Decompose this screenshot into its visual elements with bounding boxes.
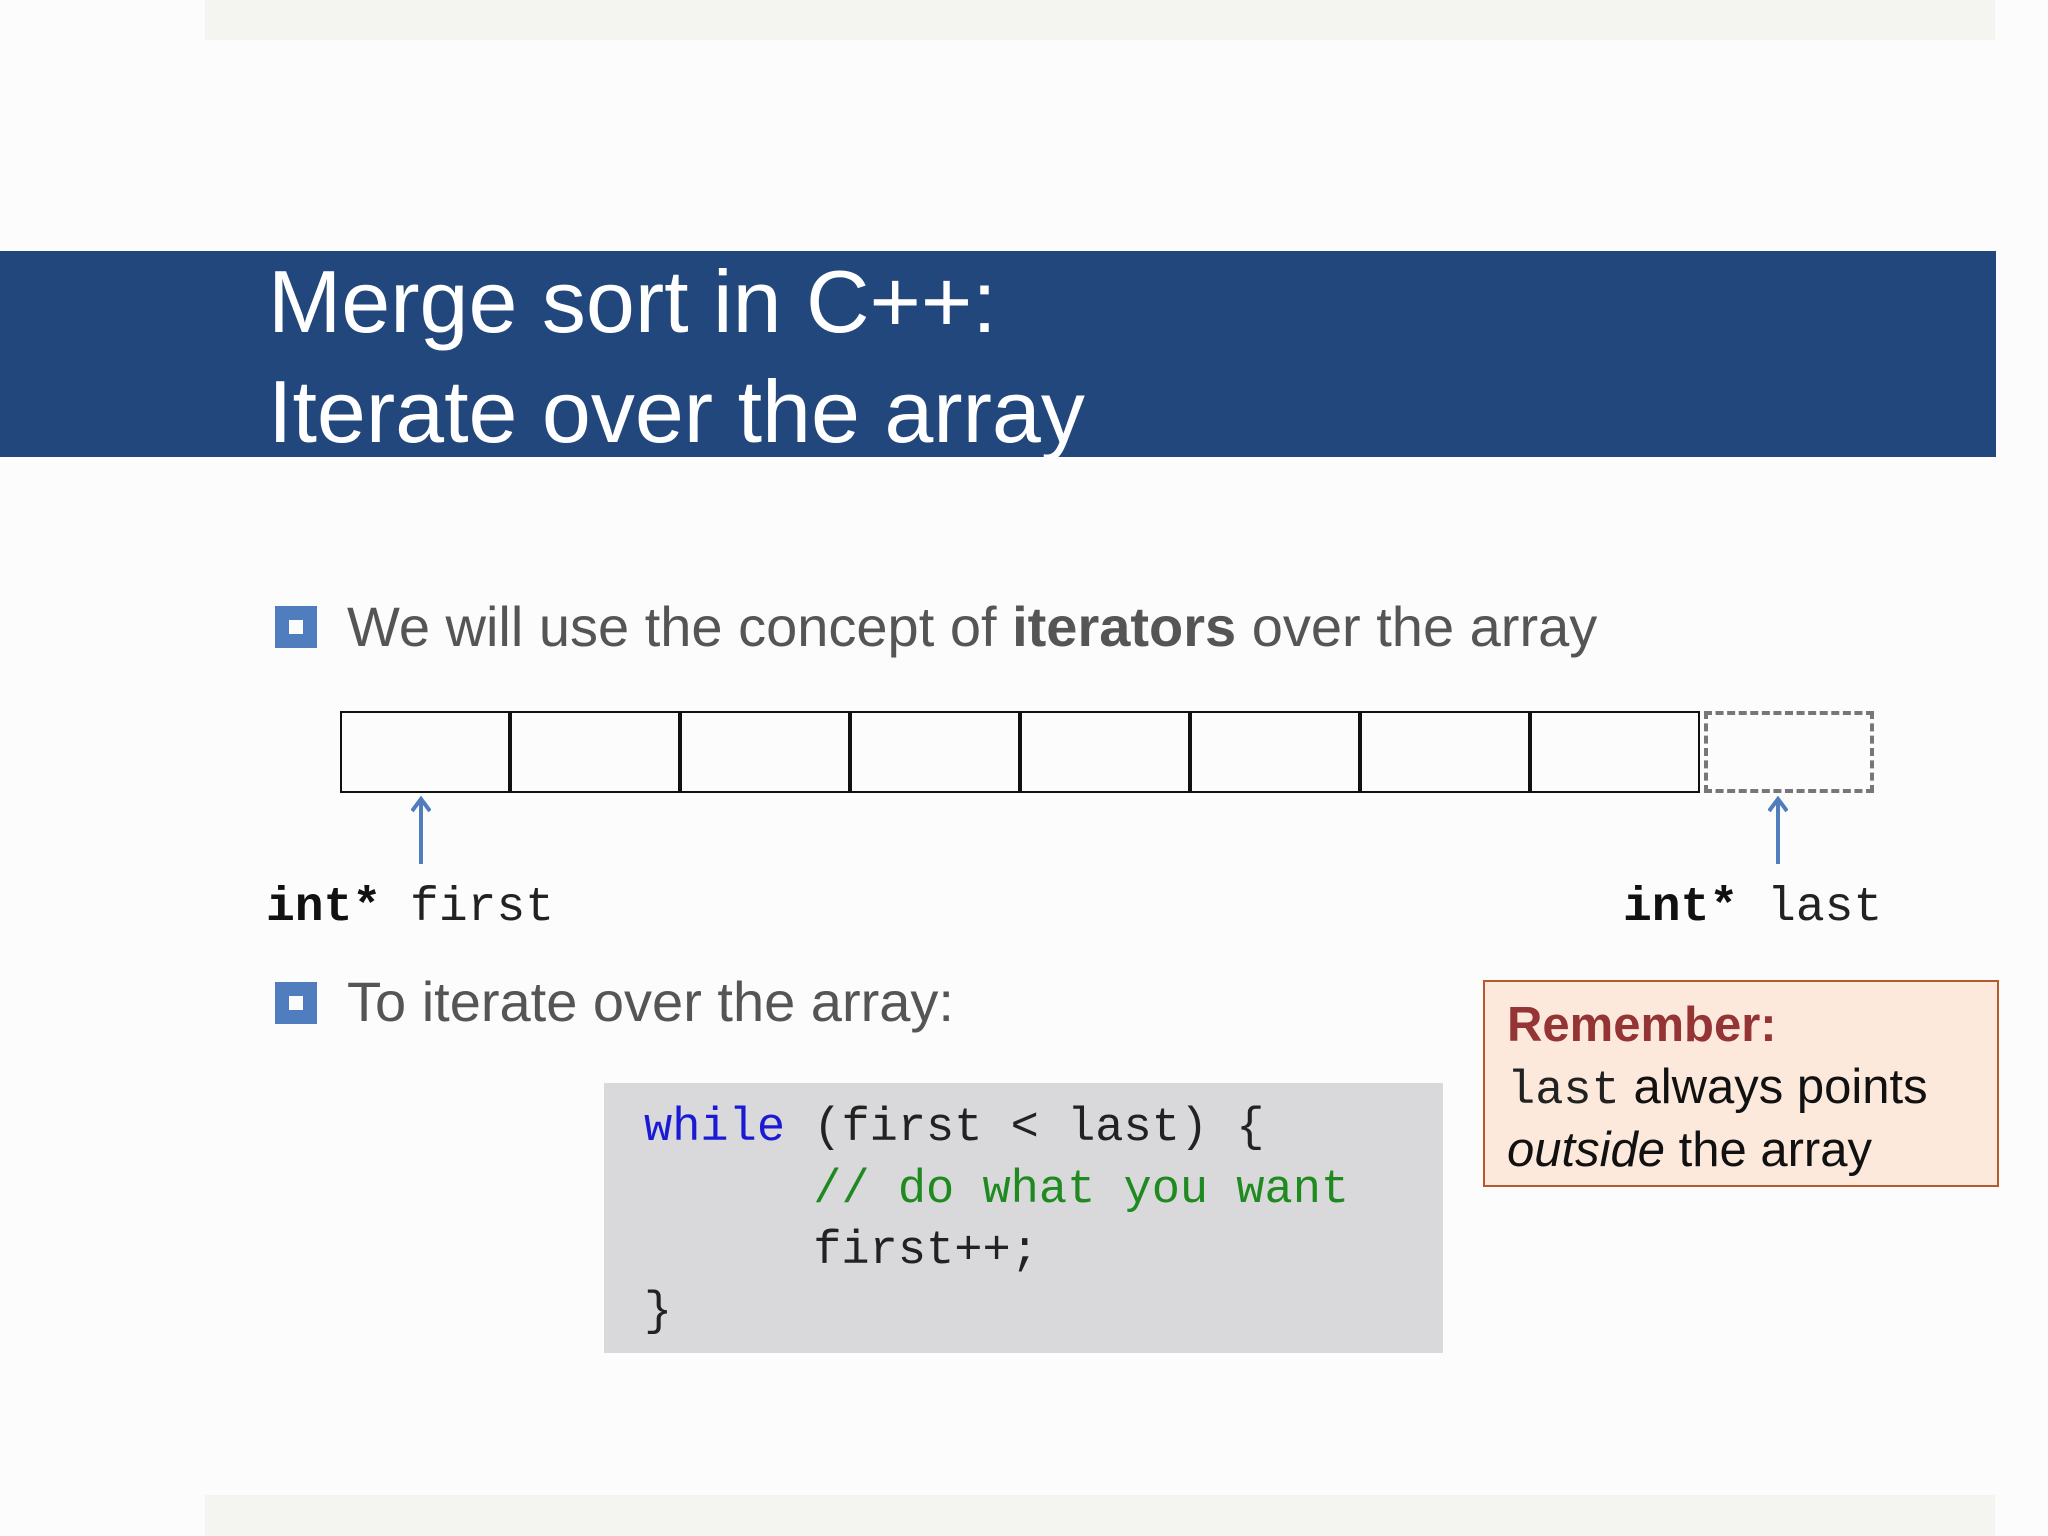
remember-line-1-text: always points <box>1619 1060 1928 1114</box>
code-keyword: while <box>644 1102 786 1155</box>
code-line-4: } <box>644 1286 673 1339</box>
bullet-1-text: We will use the concept of iterators ove… <box>347 595 1597 659</box>
array-cell <box>680 711 850 793</box>
bullet-2-text: To iterate over the array: <box>347 970 954 1033</box>
first-pointer-type: int* <box>266 881 382 935</box>
first-pointer-label: int* first <box>266 880 554 936</box>
code-block: while (first < last) { // do what you wa… <box>604 1083 1443 1353</box>
remember-line-2-text: the array <box>1665 1123 1872 1177</box>
remember-code: last <box>1507 1065 1620 1118</box>
slide-title-line-2: Iterate over the array <box>268 362 1085 461</box>
remember-line-2: outside the array <box>1507 1121 1872 1179</box>
array-cell <box>850 711 1020 793</box>
bullet-1-prefix: We will use the concept of <box>347 595 1013 658</box>
slide-title-line-1: Merge sort in C++: <box>268 252 997 351</box>
array-end-cell <box>1704 711 1874 793</box>
top-strip <box>205 0 1995 40</box>
code-comment: // do what you want <box>813 1164 1350 1217</box>
first-arrow-icon <box>411 796 431 864</box>
bottom-strip <box>205 1495 1995 1536</box>
array-cell <box>340 711 510 793</box>
last-pointer-name: last <box>1767 881 1883 935</box>
bullet-1-suffix: over the array <box>1236 595 1598 658</box>
remember-title: Remember: <box>1507 998 1777 1052</box>
code-line-2: // do what you want <box>644 1161 1349 1221</box>
array-cell <box>1530 711 1700 793</box>
code-indent <box>644 1164 813 1217</box>
remember-callout: Remember: last always points outside the… <box>1483 980 1999 1187</box>
array-diagram <box>340 711 1880 796</box>
last-pointer-type: int* <box>1623 881 1739 935</box>
bullet-1-bold: iterators <box>1012 595 1237 658</box>
title-band <box>0 251 1996 457</box>
array-cell <box>1360 711 1530 793</box>
last-pointer-label: int* last <box>1623 880 1882 936</box>
bullet-square-icon <box>275 606 317 648</box>
array-cell <box>1020 711 1190 793</box>
bullet-square-icon <box>275 982 317 1024</box>
remember-line-1: last always points <box>1507 1058 1928 1121</box>
code-line-3: first++; <box>644 1225 1039 1278</box>
array-cell <box>1190 711 1360 793</box>
code-line-1: while (first < last) { <box>644 1099 1265 1159</box>
array-cell <box>510 711 680 793</box>
first-pointer-name: first <box>410 881 555 935</box>
last-arrow-icon <box>1768 796 1788 864</box>
remember-italic: outside <box>1507 1123 1666 1177</box>
code-line-1-rest: (first < last) { <box>785 1102 1265 1155</box>
